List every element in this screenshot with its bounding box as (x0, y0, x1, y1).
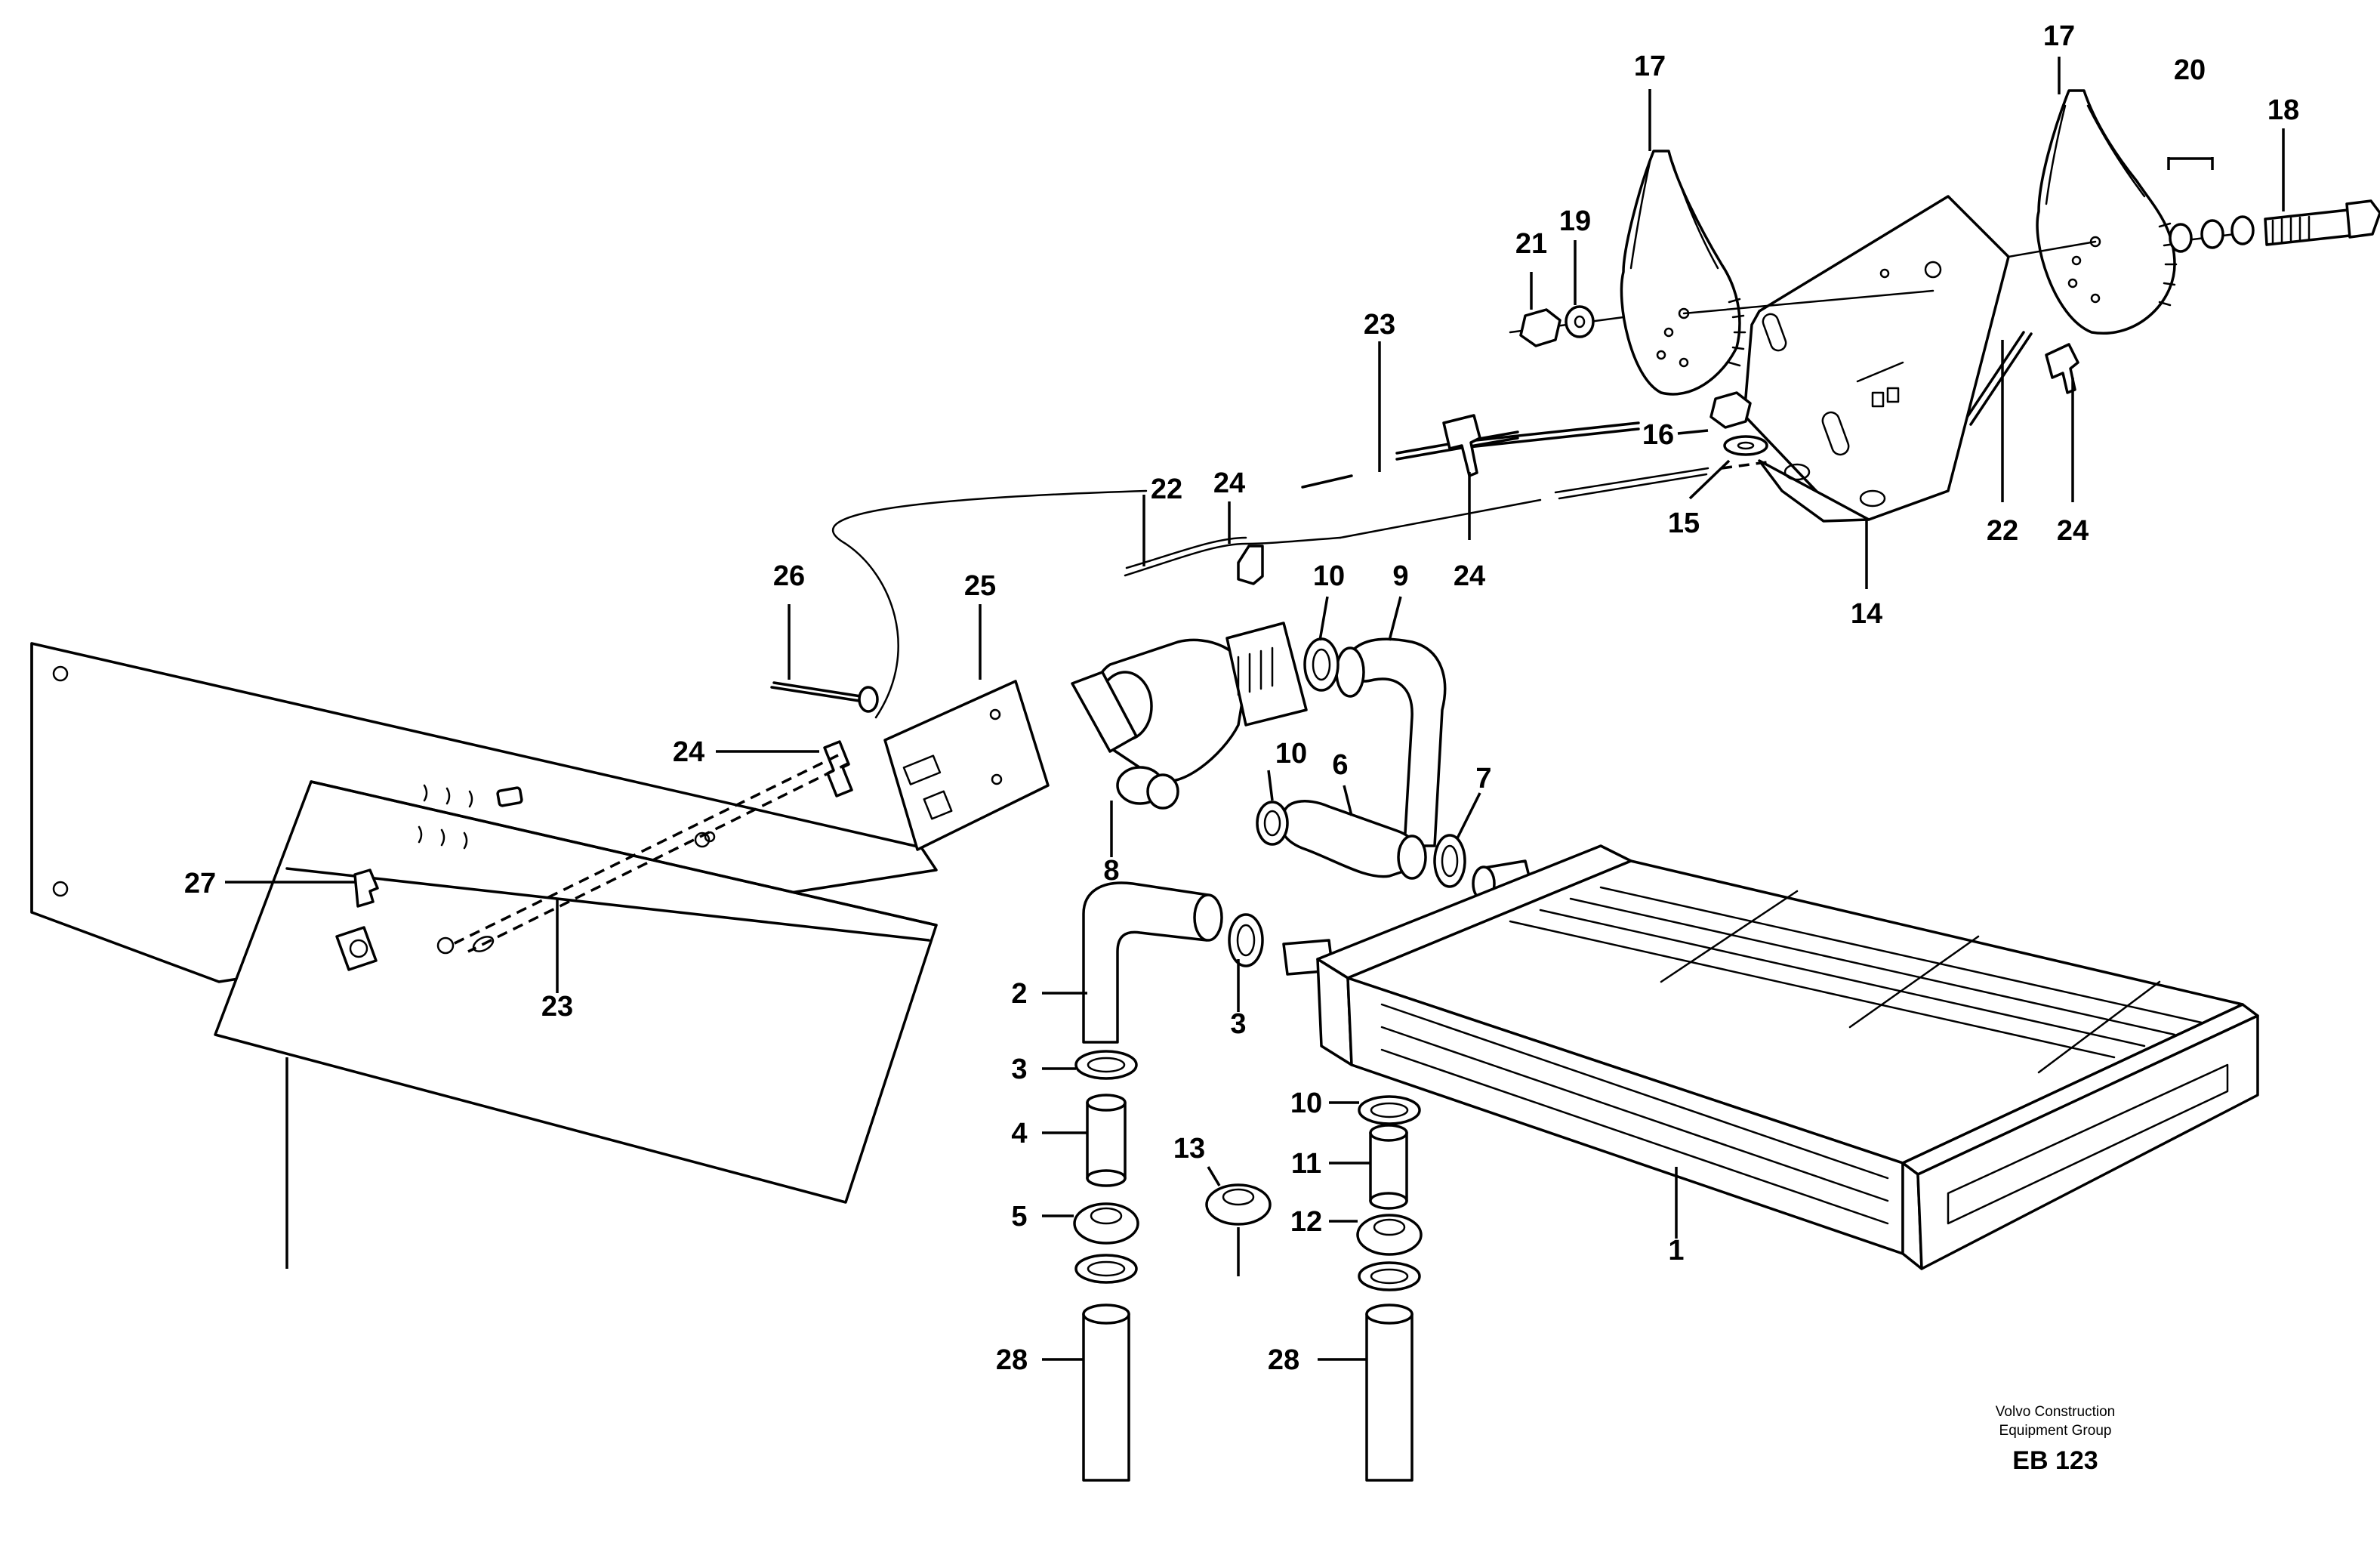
callout-24: 24 (2057, 515, 2089, 547)
callout-6: 6 (1332, 749, 1348, 781)
callout-17: 17 (2043, 20, 2075, 52)
callout-3: 3 (1011, 1054, 1027, 1085)
credit-line-2: Equipment Group (1999, 1423, 2112, 1439)
callout-8: 8 (1103, 855, 1119, 887)
credit-line-1: Volvo Construction (1996, 1404, 2115, 1420)
callout-26: 26 (773, 560, 805, 592)
bracket-part (1743, 195, 2010, 523)
control-panel-part (883, 680, 1050, 851)
callout-11: 11 (1291, 1148, 1321, 1180)
callout-25: 25 (964, 570, 996, 602)
callout-2: 2 (1011, 978, 1027, 1010)
callout-5: 5 (1011, 1201, 1027, 1233)
callout-24: 24 (673, 736, 704, 768)
callout-24: 24 (1454, 560, 1485, 592)
control-lever-left (1620, 150, 1746, 396)
callout-13: 13 (1173, 1133, 1205, 1165)
callout-1: 1 (1668, 1235, 1684, 1267)
callout-20: 20 (2174, 54, 2206, 86)
callout-27: 27 (184, 868, 216, 899)
callout-24: 24 (1213, 467, 1245, 499)
leader-lines (225, 57, 2285, 1361)
callout-19: 19 (1559, 205, 1591, 237)
nut-washer-part (1709, 391, 1768, 470)
grommet-part (1073, 1183, 1423, 1276)
callout-21: 21 (1515, 228, 1547, 260)
screw-part (770, 681, 879, 713)
hose-part (1082, 1304, 1414, 1482)
callout-18: 18 (2267, 94, 2299, 126)
callout-15: 15 (1668, 508, 1700, 539)
callout-28: 28 (1268, 1344, 1299, 1376)
cable-clamp-part (1237, 343, 2079, 585)
callout-10: 10 (1275, 738, 1307, 770)
callout-10: 10 (1313, 560, 1345, 592)
callout-23: 23 (541, 991, 573, 1023)
callout-16: 16 (1642, 419, 1674, 451)
credit-block: Volvo Construction Equipment Group EB 12… (1996, 1404, 2115, 1475)
callout-17: 17 (1634, 51, 1666, 82)
callout-labels: 1 2 3 3 4 5 6 7 8 9 10 10 10 11 12 13 14… (184, 20, 2299, 1376)
callout-12: 12 (1290, 1206, 1322, 1238)
pipe-part (1086, 1094, 1408, 1210)
dashboard-panel (30, 642, 938, 1269)
callout-3: 3 (1230, 1008, 1246, 1040)
nut-21-washer-19 (1509, 305, 1625, 347)
callout-10: 10 (1290, 1088, 1322, 1119)
washers-bolt (2169, 199, 2380, 253)
callout-22: 22 (1151, 474, 1182, 505)
water-valve-part (1071, 622, 1308, 857)
callout-22: 22 (1987, 515, 2018, 547)
hose-part (1335, 637, 1447, 847)
hose-part (1082, 881, 1223, 1044)
heater-core-part (1282, 844, 2259, 1270)
hose-part (1279, 800, 1427, 880)
callout-9: 9 (1392, 560, 1408, 592)
control-cables (436, 331, 2033, 955)
figure-code: EB 123 (2012, 1446, 2098, 1475)
callout-7: 7 (1475, 763, 1491, 794)
callout-28: 28 (996, 1344, 1028, 1376)
callout-14: 14 (1851, 598, 1882, 630)
callout-23: 23 (1364, 309, 1395, 341)
control-lever-right (2036, 89, 2178, 335)
callout-4: 4 (1011, 1118, 1027, 1149)
